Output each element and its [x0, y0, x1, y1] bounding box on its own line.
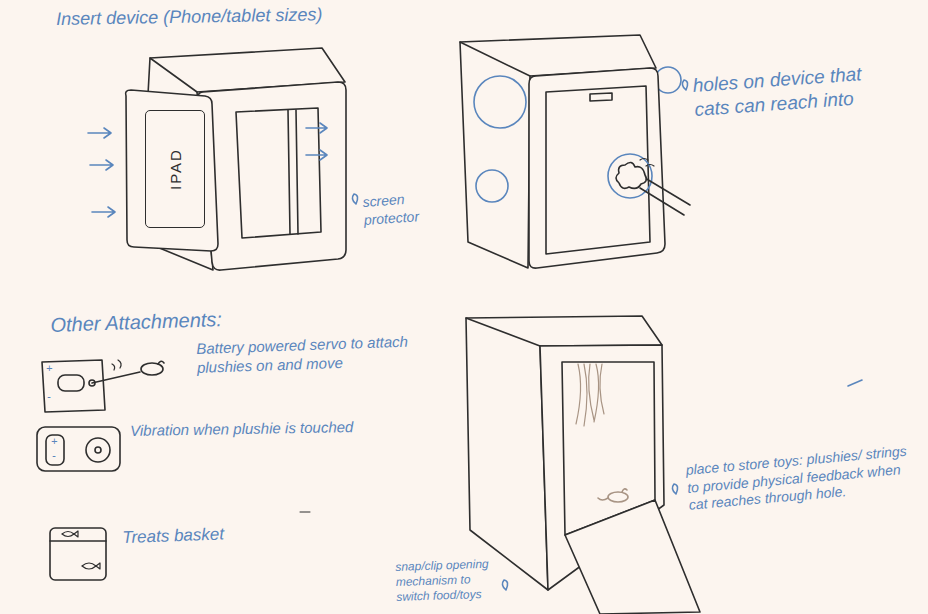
treats-basket [50, 528, 106, 580]
tablet-screen: IPAD [145, 110, 205, 228]
screen-protector [288, 110, 298, 234]
string [576, 364, 581, 424]
stray-mark [848, 380, 862, 386]
leader-curl [682, 80, 687, 90]
cat-paw [616, 162, 646, 188]
annotation: Battery powered servo to attach plushies… [196, 332, 437, 378]
string [594, 364, 599, 422]
annotation: snap/clip opening mechanism to switch fo… [395, 557, 497, 605]
device-label: IPAD [167, 148, 184, 190]
plush-mouse [141, 363, 163, 375]
motion-marks [640, 159, 654, 167]
battery [46, 435, 64, 465]
annotation: Insert device (Phone/tablet sizes) [56, 3, 322, 30]
leader-curl [502, 580, 507, 590]
leader-curl [672, 484, 677, 494]
mouse-tail [598, 489, 627, 500]
arrow [92, 207, 115, 217]
annotation: + [46, 362, 52, 376]
tablet-body [126, 90, 218, 251]
servo-rod [92, 372, 140, 383]
string [584, 364, 587, 426]
annotation: + [51, 435, 57, 449]
annotation: place to store toys: plushies/ strings t… [685, 442, 924, 515]
vibration-motor [86, 438, 110, 462]
stray-mark [300, 512, 310, 513]
cat-arm [640, 178, 690, 215]
annotation: Treats basket [122, 523, 224, 548]
box-front [529, 68, 665, 268]
annotation: holes on device that cats can reach into [692, 60, 895, 121]
motor-dot [95, 447, 101, 453]
annotation: - [52, 449, 56, 463]
strings [576, 364, 604, 426]
arrow [90, 160, 113, 170]
leader-curl [352, 194, 357, 204]
vibration-housing [37, 427, 120, 471]
plush-mouse [608, 492, 628, 502]
servo-housing [42, 360, 105, 412]
annotation: Other Attachments: [50, 307, 222, 338]
fish [62, 531, 78, 537]
basket-band [50, 540, 106, 542]
box-front [198, 82, 346, 270]
handle [590, 93, 612, 101]
battery [58, 375, 84, 391]
box-top [466, 316, 662, 346]
arrow [306, 123, 327, 133]
door-flap [565, 500, 700, 614]
device-panel [546, 86, 650, 254]
arrow [88, 128, 111, 138]
string [589, 364, 594, 420]
annotation: Vibration when plushie is touched [130, 418, 354, 441]
annotation: - [47, 390, 51, 404]
annotation: screen protector [362, 188, 454, 229]
box-side [460, 42, 530, 268]
fish [82, 563, 100, 569]
insert-arrows [88, 123, 358, 217]
string [600, 364, 604, 414]
motion-marks [112, 360, 121, 370]
box-side [466, 318, 548, 590]
hole [474, 76, 526, 128]
arrow [306, 150, 327, 160]
hole [476, 170, 508, 202]
mouse-ear [158, 361, 164, 364]
